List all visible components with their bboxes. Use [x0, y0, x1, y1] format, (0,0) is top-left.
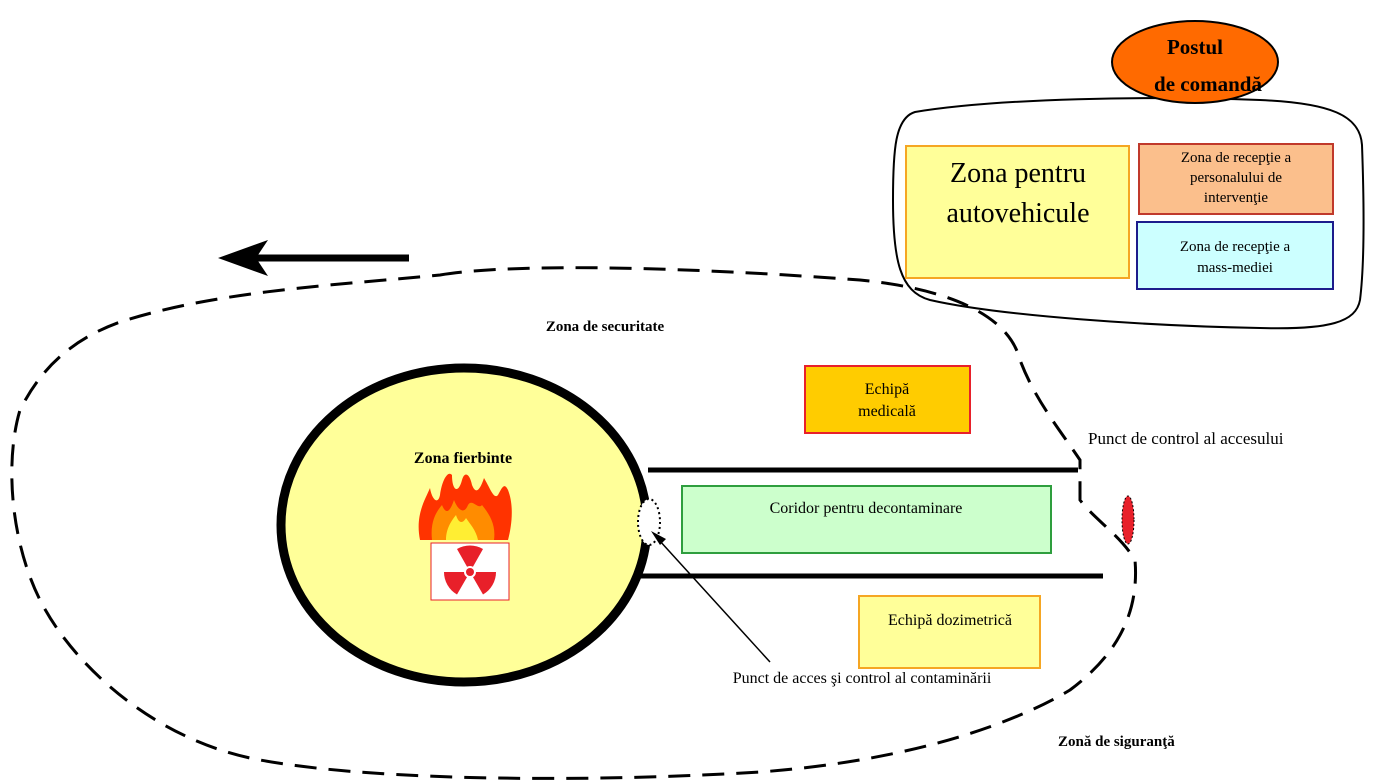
security-zone-label: Zona de securitate: [546, 319, 665, 335]
radiation-trefoil-icon: [430, 542, 510, 601]
access-control-point-marker: [1121, 495, 1135, 545]
vehicle-zone-label-line2: autovehicule: [946, 198, 1089, 229]
decontamination-corridor-label: Coridor pentru decontaminare: [770, 500, 963, 517]
medical-team-label-line2: medicală: [858, 403, 916, 420]
command-post-label-line2: de comandă: [1154, 72, 1262, 96]
vehicle-zone: Zona pentru autovehicule: [905, 145, 1130, 279]
fire-icon: [418, 473, 512, 540]
dosimetry-team-box: Echipă dozimetrică: [858, 595, 1041, 669]
vehicle-zone-label-line1: Zona pentru: [950, 158, 1086, 189]
personnel-reception-label-line3: intervenţie: [1204, 190, 1268, 206]
command-post: Postul de comandă: [1111, 20, 1279, 104]
personnel-reception-label-line1: Zona de recepţie a: [1181, 150, 1292, 166]
personnel-reception-zone: Zona de recepţie a personalului de inter…: [1138, 143, 1334, 215]
media-reception-zone: Zona de recepţie a mass-mediei: [1136, 221, 1334, 290]
contamination-pointer-arrow: [651, 531, 771, 663]
hot-zone-label: Zona fierbinte: [414, 450, 512, 467]
personnel-reception-label-line2: personalului de: [1190, 170, 1282, 186]
decontamination-corridor: Coridor pentru decontaminare: [681, 485, 1052, 554]
command-post-label-line1: Postul: [1167, 35, 1223, 59]
safety-zone-label: Zonă de siguranţă: [1058, 734, 1175, 750]
security-zone-boundary: [10, 266, 1138, 780]
medical-team-label-line1: Echipă: [865, 381, 909, 398]
access-control-point-label: Punct de control al accesului: [1088, 429, 1284, 448]
wind-direction-arrow-icon: [218, 240, 409, 276]
medical-team-box: Echipă medicală: [804, 365, 971, 434]
contamination-access-point-label: Punct de acces şi control al contaminări…: [733, 670, 992, 687]
media-reception-label-line1: Zona de recepţie a: [1180, 239, 1291, 255]
media-reception-label-line2: mass-mediei: [1197, 260, 1273, 276]
dosimetry-team-label: Echipă dozimetrică: [888, 612, 1012, 629]
